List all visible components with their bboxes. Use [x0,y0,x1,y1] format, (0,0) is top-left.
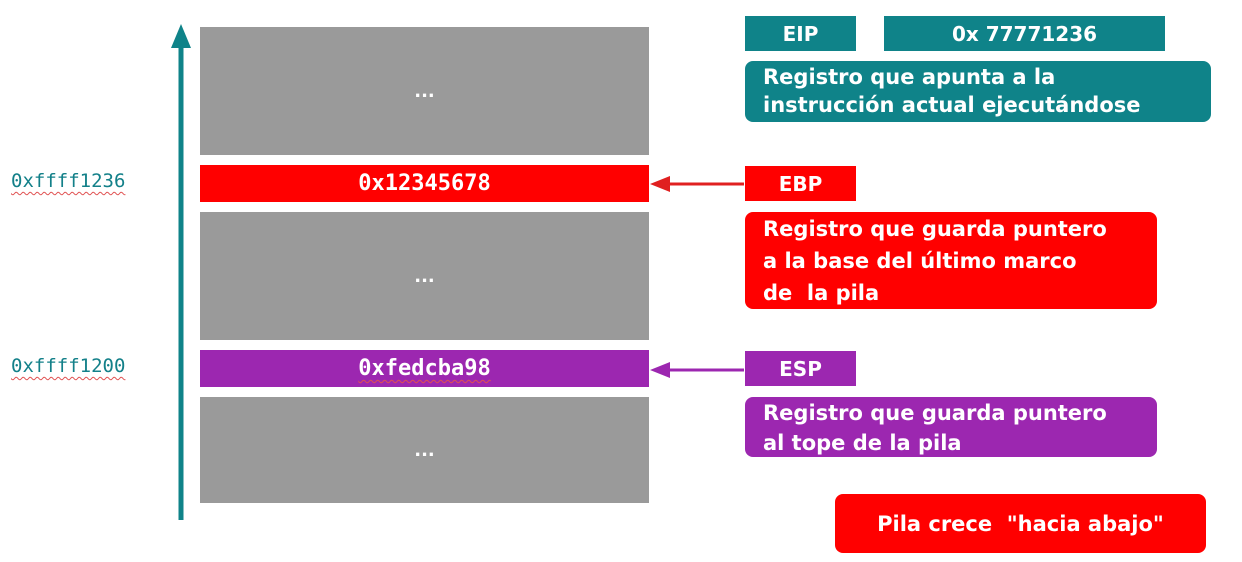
ebp-description-line3: de la pila [763,281,880,305]
eip-description-line2: instrucción actual ejecutándose [763,93,1141,117]
esp-address-label: 0xffff1200 [11,355,126,377]
esp-description: Registro que guarda puntero al tope de l… [745,397,1157,457]
eip-register-value: 0x 77771236 [884,16,1165,51]
eip-register-label: EIP [745,16,856,51]
eip-description: Registro que apunta a la instrucción act… [745,61,1211,122]
stack-growth-arrow [171,24,191,520]
eip-description-line1: Registro que apunta a la [763,65,1056,89]
ebp-register-label: EBP [745,166,856,201]
stack-growth-note: Pila crece "hacia abajo" [835,494,1206,553]
stack-slot-ebp: 0x12345678 [200,165,649,202]
stack-slot-esp: 0xfedcba98 [200,350,649,387]
esp-description-line2: al tope de la pila [763,431,962,455]
ebp-description: Registro que guarda puntero a la base de… [745,212,1157,309]
esp-register-label: ESP [745,351,856,386]
ebp-pointer-arrow [650,176,744,192]
ebp-description-line1: Registro que guarda puntero [763,217,1107,241]
esp-description-line1: Registro que guarda puntero [763,401,1107,425]
ebp-address-label: 0xffff1236 [11,170,126,192]
esp-slot-value: 0xfedcba98 [358,356,491,381]
stack-block-top: ... [200,27,649,155]
ebp-description-line2: a la base del último marco [763,249,1077,273]
stack-block-bottom: ... [200,397,649,503]
stack-block-middle: ... [200,212,649,340]
esp-pointer-arrow [650,362,744,378]
